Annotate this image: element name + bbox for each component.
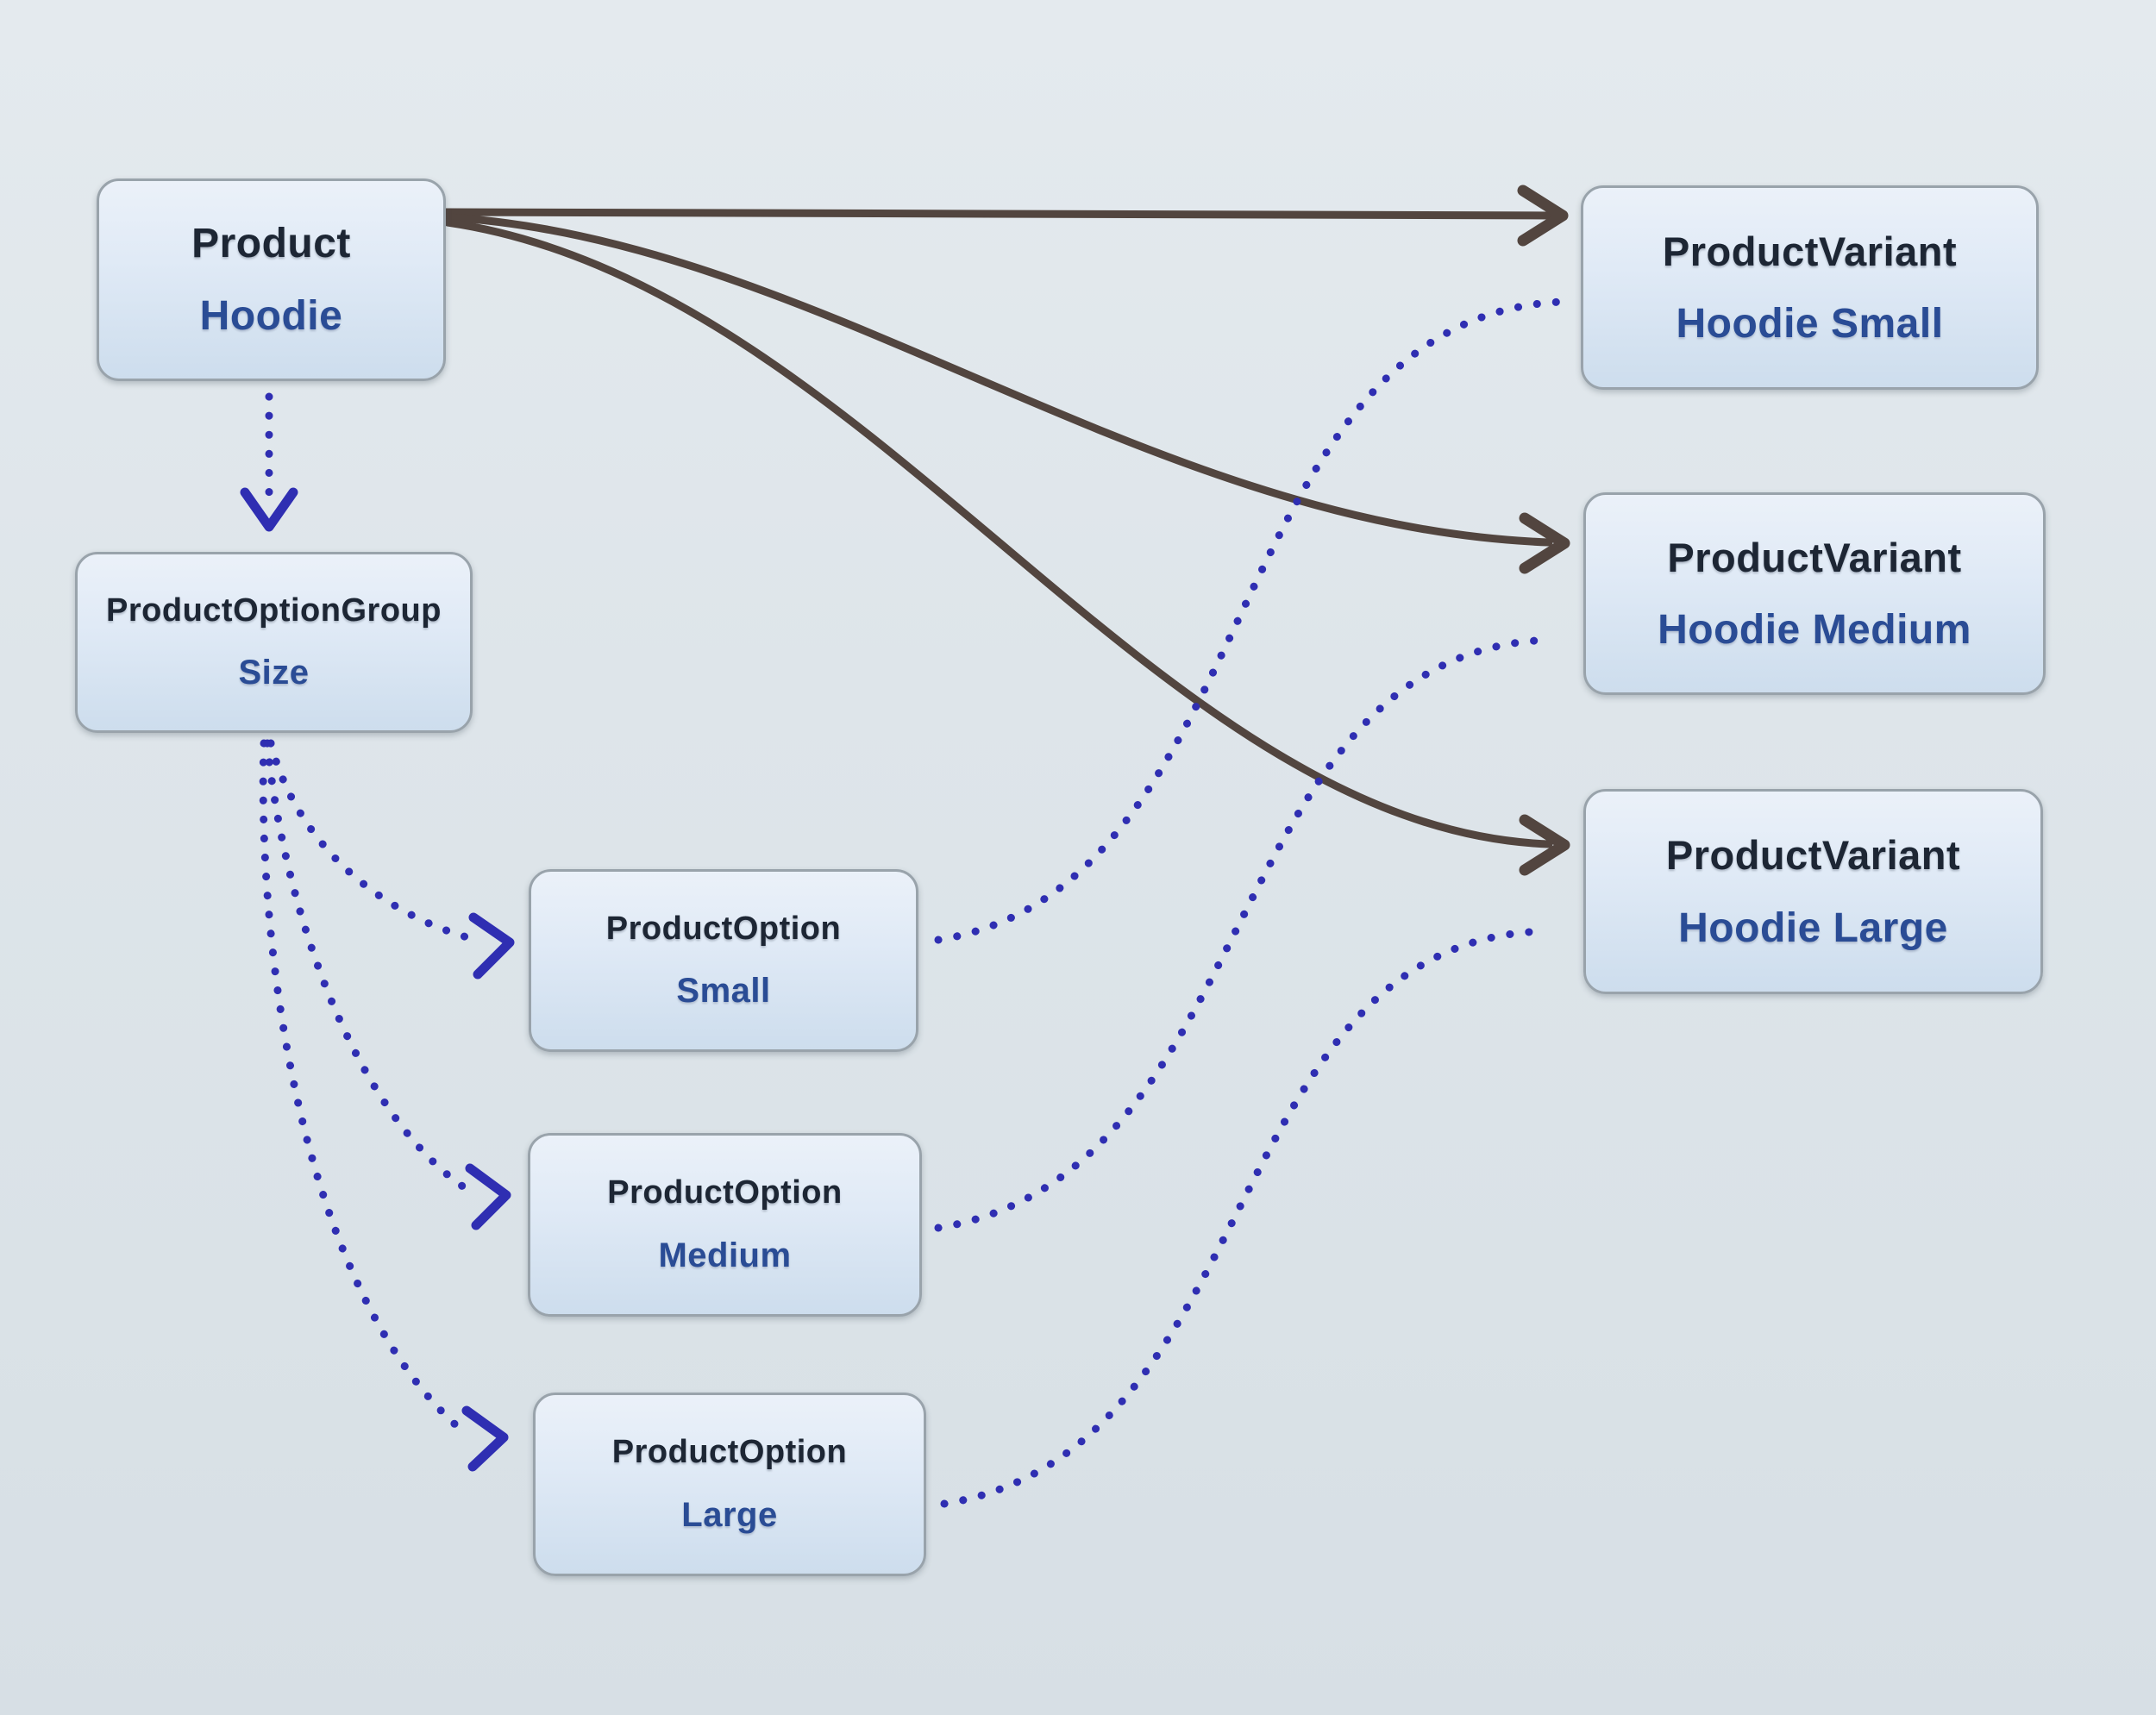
dotted-line: [934, 297, 1565, 944]
node-type-label: ProductVariant: [1665, 832, 1961, 878]
edge-product-to-option-group: [240, 392, 298, 532]
node-value-label: Hoodie: [199, 293, 343, 339]
node-value-label: Hoodie Medium: [1658, 607, 1971, 653]
edge-option-medium-to-variant-medium: [934, 635, 1557, 1232]
node-type-label: Product: [191, 221, 351, 266]
arrowhead-icon: [1519, 512, 1570, 574]
arrowhead-icon: [1519, 814, 1570, 876]
node-product-variant-medium: ProductVariant Hoodie Medium: [1583, 492, 2046, 695]
edge-product-to-variant-large: [443, 218, 1570, 876]
solid-arrow-line: [443, 213, 1553, 547]
solid-arrow-line: [443, 218, 1553, 848]
edge-option-large-to-variant-large: [940, 927, 1548, 1508]
dotted-line: [266, 739, 474, 942]
node-product-option-group: ProductOptionGroup Size: [75, 552, 473, 733]
node-product-option-large: ProductOption Large: [533, 1393, 926, 1576]
chevron-down-icon: [240, 487, 298, 532]
edge-option-group-to-option-small: [266, 739, 515, 980]
node-type-label: ProductOption: [611, 1434, 848, 1470]
dotted-line: [259, 739, 462, 1431]
node-type-label: ProductOption: [607, 1174, 843, 1211]
arrowhead-icon: [1517, 185, 1569, 247]
chevron-right-icon: [465, 1163, 511, 1230]
node-product: Product Hoodie: [97, 178, 446, 381]
node-value-label: Large: [681, 1496, 778, 1534]
edge-product-to-variant-medium: [443, 213, 1570, 574]
node-type-label: ProductVariant: [1667, 535, 1962, 580]
node-type-label: ProductOption: [605, 910, 842, 947]
node-value-label: Medium: [658, 1236, 792, 1274]
edge-option-small-to-variant-small: [934, 297, 1565, 944]
node-product-variant-large: ProductVariant Hoodie Large: [1583, 789, 2043, 994]
chevron-right-icon: [461, 1405, 509, 1472]
node-product-option-medium: ProductOption Medium: [528, 1133, 922, 1317]
solid-arrow-line: [442, 208, 1557, 220]
chevron-right-icon: [468, 912, 515, 980]
node-value-label: Small: [676, 972, 771, 1011]
edge-option-group-to-option-medium: [263, 739, 511, 1230]
dotted-line: [940, 927, 1548, 1508]
edge-option-group-to-option-large: [259, 739, 509, 1472]
node-product-variant-small: ProductVariant Hoodie Small: [1581, 185, 2039, 390]
dotted-line: [934, 635, 1557, 1232]
node-product-option-small: ProductOption Small: [529, 869, 918, 1052]
dotted-line: [263, 739, 468, 1192]
node-value-label: Size: [238, 654, 310, 692]
node-type-label: ProductOptionGroup: [106, 592, 442, 629]
node-value-label: Hoodie Large: [1678, 905, 1948, 951]
edge-product-to-variant-small: [442, 185, 1569, 247]
node-value-label: Hoodie Small: [1676, 301, 1944, 347]
node-type-label: ProductVariant: [1662, 228, 1958, 274]
